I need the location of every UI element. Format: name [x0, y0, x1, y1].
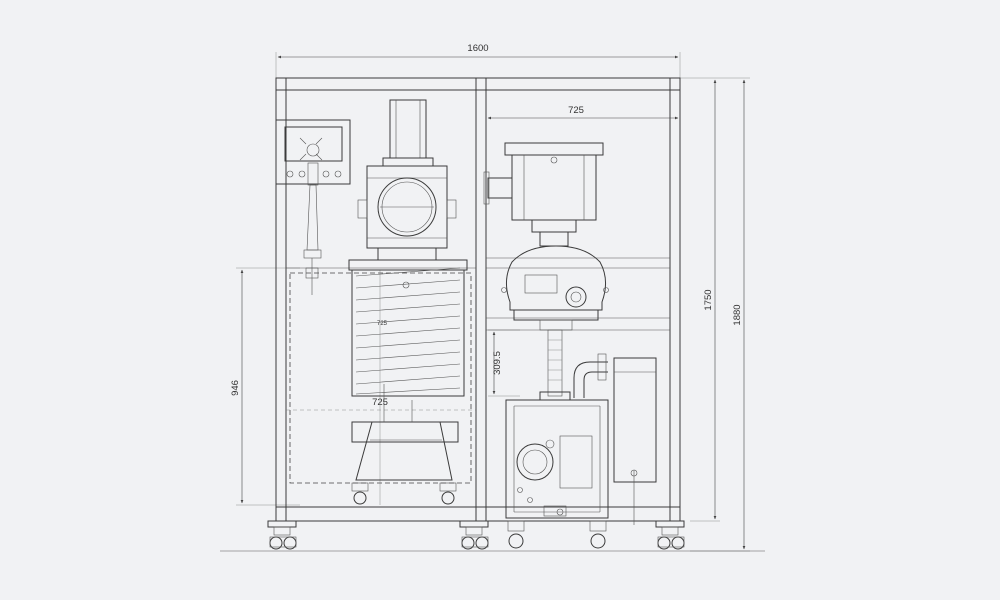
support-frame [220, 77, 765, 552]
cold-trap [483, 142, 604, 247]
rotary-vane-pump [505, 399, 609, 519]
gate-valve [357, 99, 457, 261]
dim-label-overall-height: 1880 [732, 304, 743, 325]
roots-pump [501, 245, 609, 331]
dim-label-frame-height: 1750 [703, 289, 714, 310]
connecting-pipe [539, 329, 571, 401]
exhaust-pipe [573, 353, 608, 398]
dim-label-inner-a: 725 [377, 321, 388, 327]
left-enclosure [289, 272, 472, 484]
oil-mist-filter [613, 357, 657, 525]
diffusion-pump [348, 259, 468, 481]
control-panel [275, 119, 351, 295]
dim-label-pump-width: 725 [568, 105, 584, 116]
casters [267, 482, 685, 550]
dim-label-chamber-height: 946 [230, 380, 241, 396]
dim-label-total-width: 1600 [467, 43, 488, 54]
dim-label-spacing: 309.5 [492, 351, 503, 375]
